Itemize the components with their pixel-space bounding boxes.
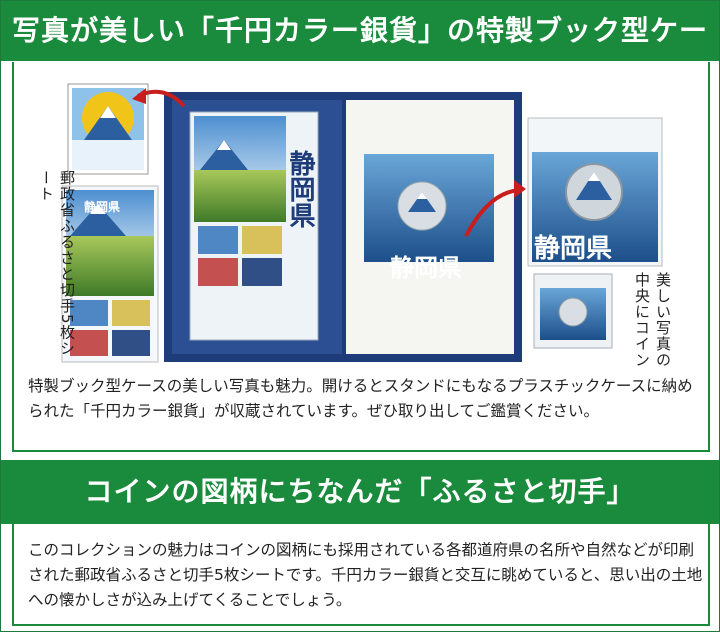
right-card-prefecture-label: 静岡県 — [534, 234, 613, 264]
header-banner-stamps: コインの図柄にちなんだ「ふるさと切手」 — [1, 460, 719, 524]
stamp-sheet-label: 郵政省ふるさと切手5枚シート — [37, 170, 76, 357]
stamp-sheet — [61, 185, 159, 363]
header-banner-case: 写真が美しい「千円カラー銀貨」の特製ブック型ケース — [1, 1, 719, 107]
case-description: 特製ブック型ケースの美しい写真も魅力。開けるとスタンドにもなるプラスチックケース… — [28, 377, 693, 420]
book-coin-label: 静岡県 — [390, 254, 462, 282]
stamp-sheet-prefecture-label: 静岡県 — [84, 200, 121, 214]
coin-card-photo — [527, 117, 663, 267]
product-illustration — [61, 83, 663, 363]
open-book-case — [132, 88, 526, 362]
coin-stand — [533, 273, 613, 349]
stamps-description: このコレクションの魅力はコインの図柄にも採用されている各都道府県の名所や自然など… — [28, 541, 703, 609]
book-prefecture-vertical: 静岡県 — [285, 150, 315, 228]
panel-stamps — [12, 524, 710, 626]
header-title-stamps: コインの図柄にちなんだ「ふるさと切手」 — [84, 475, 636, 508]
coin-center-label: 美しい写真の中央にコイン — [633, 272, 672, 368]
